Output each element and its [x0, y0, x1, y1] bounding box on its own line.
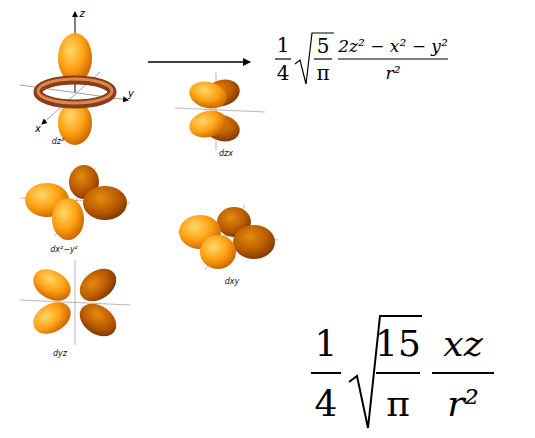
fraction-bar: [432, 372, 494, 374]
orbital-lobe: [186, 78, 229, 113]
axis-label: z: [79, 9, 84, 19]
axis-line: [75, 260, 76, 345]
orbital-label: dxy: [225, 278, 240, 286]
radical-sign: [349, 316, 422, 428]
orbital-label: dz²: [52, 138, 64, 146]
formula-denominator: r²: [447, 386, 479, 422]
axis-label: y: [128, 89, 134, 99]
formula-number: 15: [375, 326, 421, 362]
fraction-bar: [338, 58, 448, 59]
axis-label: x: [35, 124, 41, 134]
formula-number: 4: [277, 63, 290, 83]
fraction-bar: [376, 372, 420, 374]
orbital-lobe: [74, 297, 123, 343]
orbital-lobe: [74, 262, 123, 308]
orbital-label: dzx: [219, 150, 233, 158]
orbital-lobe: [186, 107, 229, 142]
orbital-lobe: [52, 198, 84, 240]
orbital-label: dyz: [53, 350, 67, 358]
orbital-torus: [38, 79, 112, 103]
formula-symbol: π: [316, 63, 329, 83]
formula-number: 4: [315, 386, 338, 422]
formula-numerator: 2z² − x² − y²: [338, 38, 448, 55]
formula-number: 1: [315, 326, 338, 362]
dzx-orbital: [175, 72, 265, 150]
formula-numerator: xz: [443, 326, 482, 362]
fraction-bar: [311, 372, 341, 374]
orbital-torus: [38, 80, 112, 104]
radical-sign: [295, 33, 334, 84]
formula-symbol: π: [386, 386, 410, 422]
formula-lines: [311, 316, 494, 428]
formula-denominator: r²: [386, 65, 401, 82]
axis-line: [175, 108, 265, 112]
formula-lines: [275, 33, 448, 84]
orbital-lobe: [83, 186, 127, 220]
formula-number: 5: [317, 36, 330, 56]
dx2-y2-orbital: [20, 165, 130, 240]
orbital-label: dx²−y²: [50, 246, 78, 254]
fraction-bar: [314, 58, 332, 59]
arrow: [148, 61, 250, 62]
orbital-lobe: [233, 225, 275, 259]
orbital-lobe: [200, 235, 236, 269]
formula-number: 1: [277, 35, 290, 55]
dz2-orbital: [20, 12, 128, 145]
orbital-lobe: [28, 263, 77, 307]
dxy-orbital: [178, 205, 278, 270]
dyz-orbital: [20, 260, 130, 345]
orbital-lobe: [28, 296, 77, 340]
fraction-bar: [275, 58, 291, 59]
